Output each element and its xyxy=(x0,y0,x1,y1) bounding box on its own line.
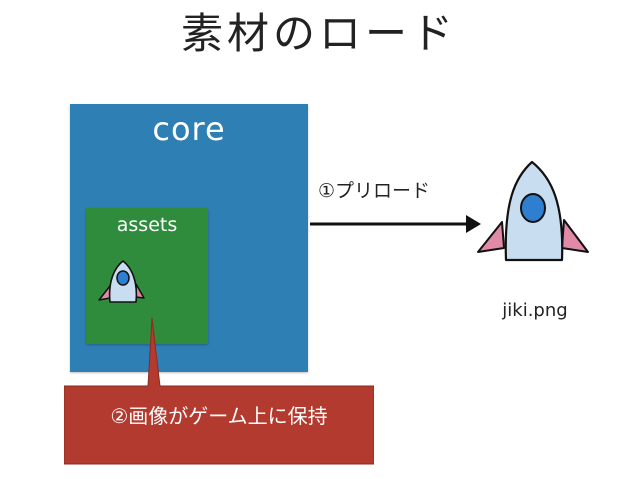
core-container: core assets xyxy=(70,104,308,372)
small-rocket-icon xyxy=(98,260,145,303)
callout-text: ②画像がゲーム上に保持 xyxy=(110,404,328,428)
page-title: 素材のロード xyxy=(180,9,457,58)
assets-label: assets xyxy=(116,214,178,236)
assets-container: assets xyxy=(86,208,208,344)
big-rocket-icon xyxy=(477,160,589,262)
preload-label: ①プリロード xyxy=(318,180,431,202)
callout-box xyxy=(64,318,374,465)
core-label: core xyxy=(152,110,226,148)
file-name-label: jiki.png xyxy=(502,300,568,321)
preload-arrow xyxy=(310,215,481,233)
